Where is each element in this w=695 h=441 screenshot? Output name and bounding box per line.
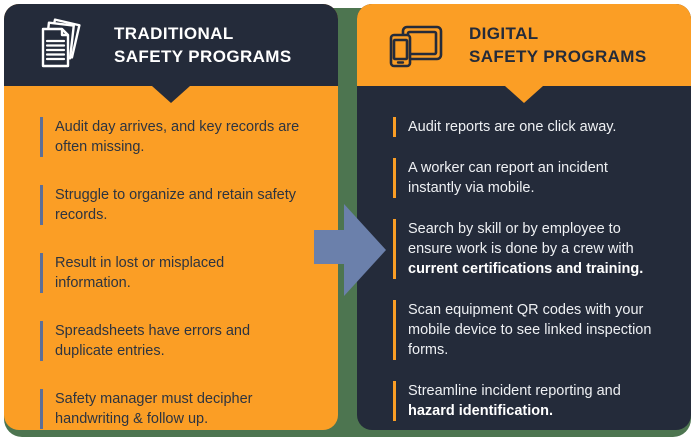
digital-title-line2: SAFETY PROGRAMS [469,47,647,66]
right-arrow-head [344,204,386,296]
list-item: Search by skill or by employee to ensure… [393,219,655,279]
traditional-title-line2: SAFETY PROGRAMS [114,47,292,66]
digital-title-line1: DIGITAL [469,24,539,43]
list-item: A worker can report an incident instantl… [393,158,655,198]
list-item: Spreadsheets have errors and duplicate e… [40,321,302,361]
digital-header: DIGITAL SAFETY PROGRAMS [357,4,691,86]
digital-title: DIGITAL SAFETY PROGRAMS [469,22,647,68]
right-arrow-shaft [314,230,345,264]
digital-header-notch [505,86,543,103]
digital-panel: DIGITAL SAFETY PROGRAMS Audit reports ar… [357,4,691,430]
list-item-text: Streamline incident reporting and [408,383,621,399]
traditional-title-line1: TRADITIONAL [114,24,234,43]
traditional-header: TRADITIONAL SAFETY PROGRAMS [4,4,338,86]
digital-body: Audit reports are one click away. A worke… [357,86,691,421]
traditional-title: TRADITIONAL SAFETY PROGRAMS [114,22,292,68]
list-item: Scan equipment QR codes with your mobile… [393,300,655,360]
traditional-panel: TRADITIONAL SAFETY PROGRAMS Audit day ar… [4,4,338,430]
list-item-text-bold: current certifications and training. [408,261,644,277]
list-item-text: Audit reports are one click away. [408,119,617,135]
list-item-text: Scan equipment QR codes with your mobile… [408,302,652,358]
mobile-devices-icon [389,25,443,68]
digital-list: Audit reports are one click away. A worke… [393,117,667,421]
list-item: Struggle to organize and retain safety r… [40,185,302,225]
traditional-header-notch [152,86,190,103]
list-item: Safety manager must decipher handwriting… [40,389,302,429]
list-item-text: Search by skill or by employee to ensure… [408,221,634,257]
list-item-text: A worker can report an incident instantl… [408,160,608,196]
list-item: Audit reports are one click away. [393,117,655,137]
documents-stack-icon [41,18,81,68]
list-item: Streamline incident reporting and hazard… [393,381,655,421]
list-item: Audit day arrives, and key records are o… [40,117,302,157]
list-item: Result in lost or misplaced information. [40,253,302,293]
traditional-body: Audit day arrives, and key records are o… [4,86,338,429]
list-item-text-bold: hazard identification. [408,403,554,419]
traditional-list: Audit day arrives, and key records are o… [40,117,314,429]
